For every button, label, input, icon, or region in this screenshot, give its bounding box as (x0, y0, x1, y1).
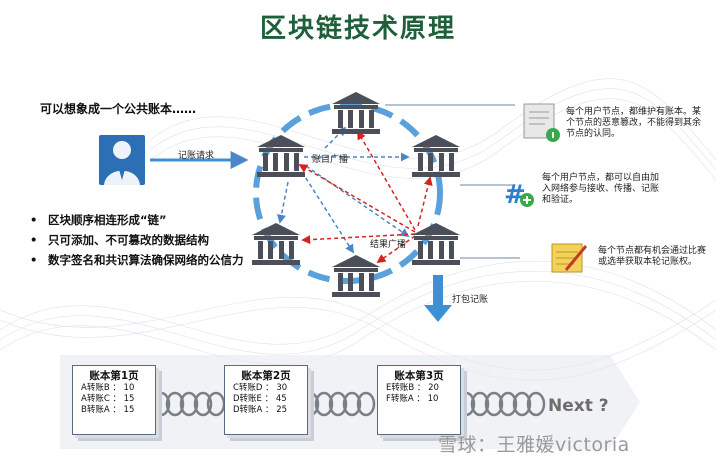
page-title: 区块链技术原理 (259, 14, 456, 44)
next-label: Next ? (548, 396, 609, 416)
note-ledger: 每个用户节点，都维护有账本。某个节点的恶意篡改，不能得到其余节点的认同。 (566, 107, 702, 139)
ledger-title: 账本第3页 (394, 370, 444, 382)
ledger-row: F转账A ： 10 (386, 394, 439, 404)
result-arrows-red (298, 130, 433, 264)
ledger-title: 账本第1页 (89, 370, 139, 382)
notepad-pencil-icon (551, 243, 588, 273)
note-connectors (385, 104, 520, 259)
ledger-page-3: 账本第3页 E转账B ： 20 F转账A ： 10 (377, 365, 461, 435)
broadcast-result-label: 结果广播 (370, 240, 407, 250)
document-info-icon (523, 103, 560, 142)
pack-label: 打包记账 (452, 295, 489, 305)
ledger-band (60, 355, 640, 449)
list-item: 数字签名和共识算法确保网络的公信力 (28, 250, 258, 270)
ledger-title: 账本第2页 (241, 370, 291, 382)
bank-node-right-lower (412, 223, 460, 265)
hash-add-icon: # (504, 180, 534, 210)
ledger-row: D转账A ： 25 (233, 405, 288, 415)
pack-arrow (424, 275, 452, 322)
bank-node-bottom (332, 255, 380, 297)
intro-text: 可以想象成一个公共账本…… (40, 102, 197, 116)
broadcast-account-label: 账目广播 (312, 155, 349, 165)
bank-node-left-upper (257, 135, 305, 177)
watermark: 雪球：王雅媛victoria (438, 434, 630, 456)
note-join: 每个用户节点，都可以自由加入网络参与接收、传播、记账和验证。 (542, 173, 660, 205)
ledger-row: C转账D ： 30 (233, 383, 288, 393)
request-label: 记账请求 (178, 151, 215, 161)
ledger-row: B转账A ： 15 (81, 405, 135, 415)
list-item: 区块顺序相连形成“链” (28, 210, 258, 230)
list-item: 只可添加、不可篡改的数据结构 (28, 230, 258, 250)
feature-list: 区块顺序相连形成“链” 只可添加、不可篡改的数据结构 数字签名和共识算法确保网络… (28, 210, 258, 270)
ledger-page-1: 账本第1页 A转账B ： 10 A转账C ： 15 B转账A ： 15 (72, 365, 156, 435)
ledger-page-2: 账本第2页 C转账D ： 30 D转账E ： 45 D转账A ： 25 (224, 365, 308, 435)
ledger-row: E转账B ： 20 (386, 383, 439, 393)
ledger-row: D转账E ： 45 (233, 394, 287, 404)
bank-node-top (332, 92, 380, 134)
ledger-row: A转账C ： 15 (81, 394, 135, 404)
svg-text:#: # (504, 180, 526, 210)
bank-node-right-upper (412, 135, 460, 177)
note-election: 每个节点都有机会通过比赛或选举获取本轮记账权。 (598, 246, 707, 267)
ledger-row: A转账B ： 10 (81, 383, 135, 393)
user-avatar-icon (99, 135, 145, 185)
